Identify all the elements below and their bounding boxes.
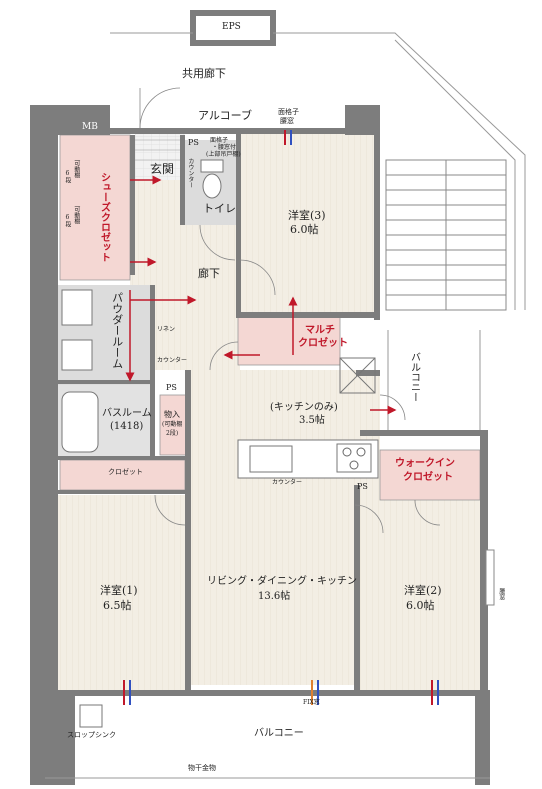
lattice-window-label-1: 面格子 [278, 108, 299, 116]
lattice-window-label-2: 腰窓 [280, 117, 294, 125]
western1-floor [45, 495, 185, 690]
hallway-label: 廊下 [198, 267, 220, 280]
ldk-name: リビング・ダイニング・キッチン [207, 576, 357, 587]
eps-label: EPS [222, 22, 241, 32]
waist-window-right [485, 549, 495, 606]
washer [61, 289, 93, 326]
storage-area [159, 394, 189, 456]
mb-label: MB [82, 122, 98, 132]
balcony-bottom-label: バルコニー [254, 728, 304, 739]
storage-label-2: (可動棚 [162, 421, 183, 428]
ldk-floor [185, 485, 360, 685]
toilet-label: トイレ [203, 202, 236, 215]
toilet-fixture [200, 159, 224, 199]
entrance-steps [135, 139, 180, 161]
kitchen-label-2: 3.5帖 [299, 415, 325, 426]
fix-window-label: FIX窓 [303, 699, 320, 706]
multi-closet-label-1: マルチ [305, 325, 335, 336]
shelf-top-label-1: 可動棚 [72, 160, 80, 178]
walkin-closet-area [379, 449, 481, 501]
eps-room [190, 10, 276, 46]
multi-closet-label-2: クロゼット [298, 338, 348, 349]
multi-closet-area [237, 314, 341, 366]
lattice-small-label-2: ・腰窓付 [212, 144, 237, 151]
ps-kitchen-label: PS [357, 482, 368, 491]
kitchen-sink [249, 445, 293, 473]
walkin-closet-label-2: クロゼット [403, 472, 453, 483]
powder-room-label: パウダールーム [110, 292, 124, 369]
bathroom-size: (1418) [110, 421, 144, 432]
storage-label-3: 2段) [166, 430, 179, 437]
ldk-size: 13.6帖 [258, 591, 291, 602]
slop-sink-label: スロップシンク [67, 731, 116, 739]
storage-label-1: 物入 [164, 410, 180, 419]
lattice-small-label: 面格子 [210, 137, 229, 144]
shelf-mid-label-2: 6段 [63, 214, 71, 227]
walkin-closet-label-1: ウォークイン [395, 458, 455, 469]
exterior-outline-right-inner [394, 39, 516, 310]
western1-name: 洋室(1) [100, 584, 138, 597]
common-corridor-label: 共用廊下 [182, 67, 226, 80]
alcove-label: アルコーブ [198, 109, 253, 122]
western1-size: 6.5帖 [103, 599, 132, 612]
slop-sink [79, 704, 103, 728]
lower-closet-area [59, 459, 186, 491]
kitchen-label-1: (キッチンのみ) [270, 402, 338, 413]
kitchen-counter-label: カウンター [272, 479, 303, 486]
shelf-top-label-2: 6段 [63, 170, 71, 183]
entrance-floor [135, 130, 185, 180]
stove [336, 443, 372, 473]
ps-mid-label: PS [166, 383, 177, 392]
doors [139, 87, 441, 534]
lower-closet-label: クロゼット [108, 468, 143, 476]
lattice-small-label-3: (上部吊戸棚) [206, 151, 241, 158]
powder-counter-label: カウンター [157, 357, 188, 364]
vent-markers [123, 130, 439, 705]
shoes-closet-area [59, 134, 131, 281]
ps-top-label: PS [188, 138, 199, 147]
bathtub [61, 391, 99, 453]
flow-arrows [125, 175, 397, 415]
waist-window-label: 腰窓 [497, 588, 505, 600]
washbasin [61, 339, 93, 371]
shoes-closet-label: シューズクロゼット [98, 172, 110, 262]
western3-floor [240, 130, 378, 312]
laundry-rod-label: 物干金物 [188, 764, 216, 772]
exterior-outline-right [273, 32, 526, 310]
western2-floor [360, 485, 485, 690]
pantry-box [339, 357, 376, 394]
walls [30, 105, 490, 785]
shelf-mid-label-1: 可動棚 [72, 206, 80, 224]
toilet-counter-label: カウンター [186, 158, 194, 188]
bathroom-name: バスルーム [102, 408, 152, 419]
western3-name: 洋室(3) [288, 209, 326, 222]
linen-label: リネン [157, 326, 176, 333]
western2-size: 6.0帖 [406, 599, 435, 612]
entrance-label: 玄関 [150, 162, 175, 176]
balcony-right-label: バルコニー [408, 352, 420, 402]
western2-name: 洋室(2) [404, 584, 442, 597]
western3-size: 6.0帖 [290, 223, 319, 236]
staircase [385, 159, 507, 311]
